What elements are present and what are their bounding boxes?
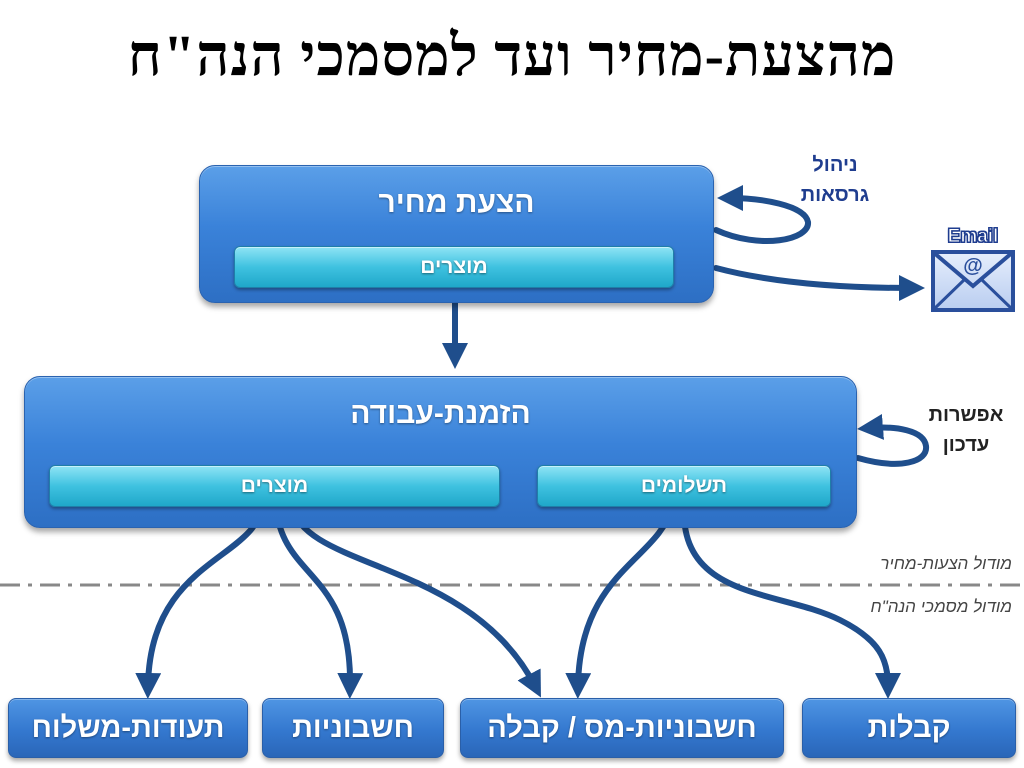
- receipts-box: קבלות: [802, 698, 1016, 758]
- price-quote-products: מוצרים: [234, 246, 674, 288]
- at-sign: @: [963, 255, 983, 277]
- price-quote-label: הצעת מחיר: [378, 186, 535, 219]
- arrow-to-delivery-notes: [135, 503, 265, 699]
- arrow-products-to-tax-invoice: [289, 503, 541, 698]
- tax-invoice-receipt-box: חשבוניות-מס / קבלה: [460, 698, 784, 758]
- arrow-update-loop: [855, 414, 929, 467]
- arrow-to-receipts: [680, 503, 901, 699]
- invoices-box: חשבוניות: [262, 698, 444, 758]
- arrow-to-invoices: [273, 503, 364, 699]
- work-order-payments: תשלומים: [537, 465, 831, 507]
- accounting-module-label: מודול מסמכי הנה"ח: [870, 597, 1012, 616]
- work-order-box: הזמנת-עבודה מוצרים תשלומים: [24, 376, 857, 528]
- price-quote-box: הצעת מחיר מוצרים: [199, 165, 714, 303]
- arrow-version-loop: [713, 185, 811, 244]
- page-title: מהצעת-מחיר ועד למסמכי הנה"ח: [127, 23, 897, 88]
- arrow-to-email: [713, 265, 925, 301]
- work-order-label: הזמנת-עבודה: [350, 397, 531, 430]
- arrow-payments-to-tax-invoice: [565, 503, 675, 699]
- work-order-products: מוצרים: [49, 465, 500, 507]
- update-option-label: אפשרות עדכון: [928, 404, 1004, 456]
- delivery-notes-box: תעודות-משלוח: [8, 698, 248, 758]
- email-icon: Email @: [930, 226, 1016, 312]
- version-management-label: ניהול גרסאות: [800, 154, 870, 206]
- price-quote-module-label: מודול הצעות-מחיר: [880, 554, 1012, 573]
- envelope-icon: @: [931, 250, 1015, 312]
